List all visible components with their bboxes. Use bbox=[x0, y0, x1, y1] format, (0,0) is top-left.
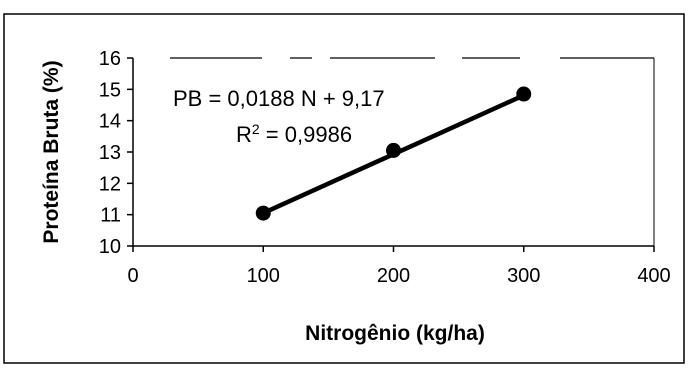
x-tick-label: 100 bbox=[247, 265, 280, 287]
x-tick-label: 300 bbox=[507, 265, 540, 287]
r-squared-value: = 0,9986 bbox=[260, 122, 352, 147]
data-series bbox=[255, 86, 532, 221]
r-squared-prefix: R bbox=[236, 122, 252, 147]
x-tick-label: 400 bbox=[637, 265, 670, 287]
y-tick-labels: 10 11 12 13 14 15 16 bbox=[99, 48, 121, 258]
r-squared-exponent: 2 bbox=[252, 121, 260, 137]
x-tick-label: 0 bbox=[127, 265, 138, 287]
x-tick-labels: 0 100 200 300 400 bbox=[127, 265, 670, 287]
x-tick-label: 200 bbox=[377, 265, 410, 287]
y-tick-label: 14 bbox=[99, 111, 121, 133]
y-axis-title: Proteína Bruta (%) bbox=[40, 60, 63, 243]
data-point bbox=[386, 142, 401, 158]
equation-label: PB = 0,0188 N + 9,17 bbox=[173, 86, 385, 111]
y-tick-label: 15 bbox=[99, 79, 121, 101]
x-axis-title: Nitrogênio (kg/ha) bbox=[305, 322, 485, 345]
y-tick-label: 16 bbox=[99, 48, 121, 70]
r-squared-label: R2 = 0,9986 bbox=[236, 121, 352, 147]
data-point bbox=[255, 205, 271, 221]
plot-area-border bbox=[170, 57, 655, 246]
y-tick-label: 10 bbox=[99, 236, 121, 258]
axes bbox=[127, 57, 655, 252]
y-tick-label: 13 bbox=[99, 142, 121, 164]
chart-border bbox=[3, 13, 685, 364]
data-point bbox=[516, 86, 532, 102]
y-tick-label: 12 bbox=[99, 173, 121, 195]
y-tick-label: 11 bbox=[100, 205, 121, 227]
